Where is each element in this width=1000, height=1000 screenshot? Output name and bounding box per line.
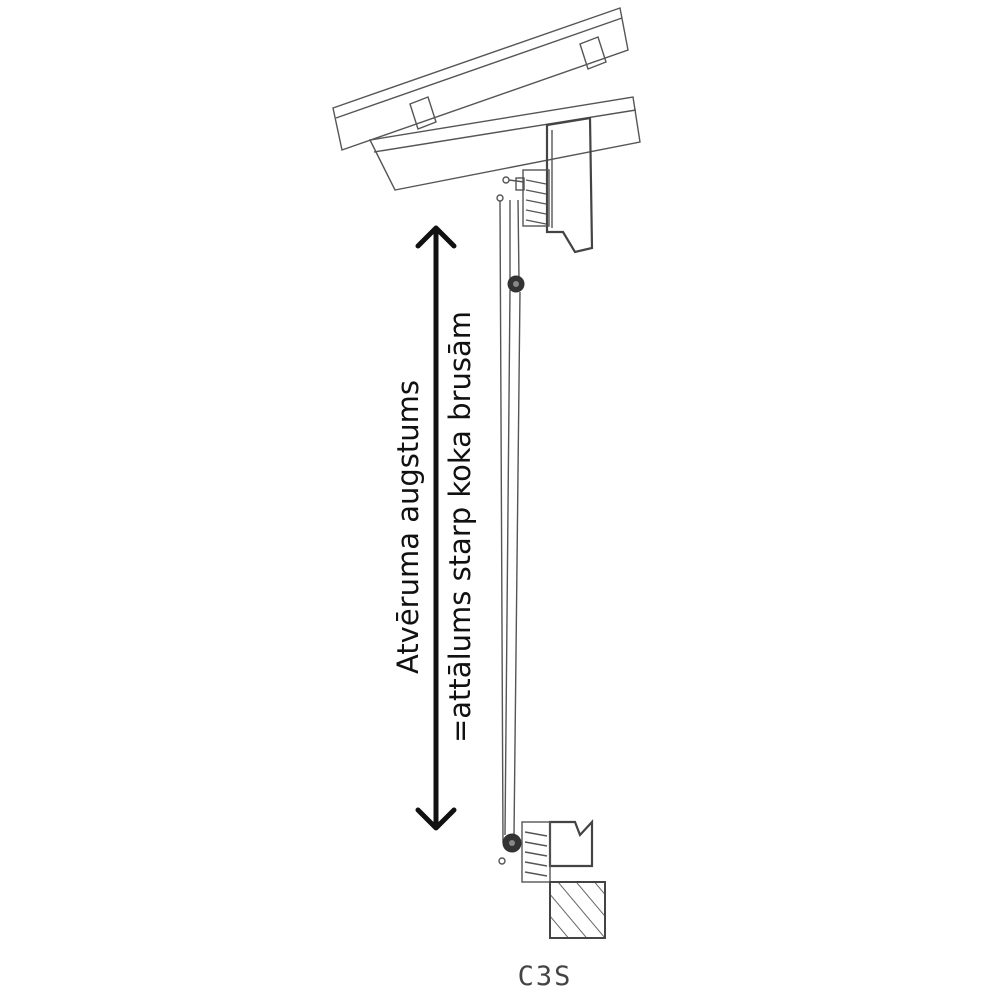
bottom-wood-beam bbox=[548, 819, 594, 868]
cord-tensioner bbox=[507, 275, 525, 293]
dimension-label-height: Atvēruma augstums bbox=[391, 380, 425, 674]
dimension-label-distance: =attālums starp koka brusām bbox=[443, 311, 477, 743]
bottom-roller-housing bbox=[498, 821, 551, 883]
roof-spacer-block-left bbox=[409, 96, 437, 130]
guide-cords bbox=[499, 199, 521, 844]
roof-rafter-board bbox=[368, 96, 641, 191]
top-roller-housing bbox=[496, 169, 550, 227]
bottom-hatched-sill bbox=[549, 881, 606, 939]
roof-spacer-block-right bbox=[579, 36, 607, 70]
top-wood-beam bbox=[545, 116, 594, 254]
dimension-arrow bbox=[415, 225, 457, 831]
roof-top-plank bbox=[332, 7, 629, 151]
model-caption: C3S bbox=[518, 961, 573, 992]
